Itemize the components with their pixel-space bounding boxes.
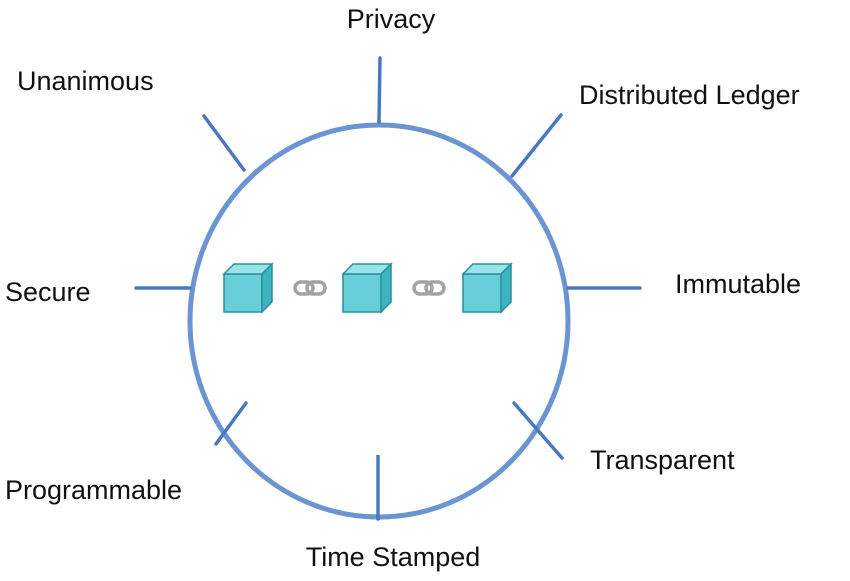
chain-link-icon [293,280,327,296]
spoke-transparent [512,401,564,460]
label-transparent: Transparent [590,445,735,475]
label-immutable: Immutable [675,269,801,299]
spoke-distributed-ledger [510,113,563,178]
cube-icon [341,262,393,314]
cube-icon [461,262,513,314]
label-time-stamped: Time Stamped [306,542,481,572]
spoke-programmable [214,401,248,446]
spoke-privacy [377,56,382,124]
label-distributed-ledger: Distributed Ledger [579,80,800,110]
label-unanimous: Unanimous [17,66,154,96]
chain-link-icon [412,280,446,296]
spoke-unanimous [202,114,246,172]
label-secure: Secure [5,277,91,307]
cube-icon [222,262,274,314]
block-chain [222,262,513,314]
label-privacy: Privacy [347,4,436,34]
label-programmable: Programmable [5,475,182,505]
